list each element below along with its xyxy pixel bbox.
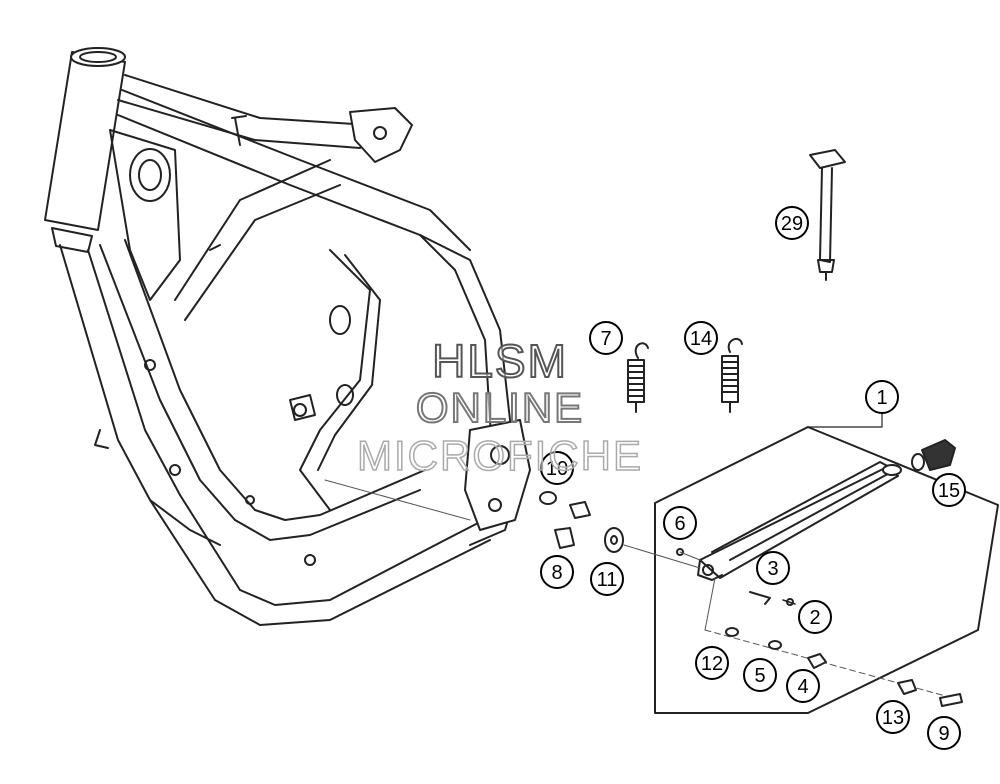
callout-number-29: 29 [781,213,803,235]
part-13 [897,679,917,695]
spring-14 [721,337,743,413]
callout-circle-10[interactable] [540,451,574,485]
callout-circle-3[interactable] [756,551,790,585]
callout-8[interactable]: 8 [540,555,574,589]
part-11 [604,527,624,553]
callout-10[interactable]: 10 [540,451,574,485]
part-2 [786,598,794,606]
callout-number-6: 6 [674,513,685,535]
callout-number-10: 10 [546,458,568,480]
callout-6[interactable]: 6 [663,506,697,540]
callout-3[interactable]: 3 [756,551,790,585]
callout-number-3: 3 [767,558,778,580]
callout-7[interactable]: 7 [589,321,623,355]
callout-circle-6[interactable] [663,506,697,540]
callout-circle-11[interactable] [590,562,624,596]
callout-circle-7[interactable] [589,321,623,355]
part-4 [807,653,827,669]
callout-number-11: 11 [597,569,618,591]
callout-5[interactable]: 5 [743,658,777,692]
spring-7 [627,342,649,413]
callout-number-15: 15 [938,480,960,502]
motorcycle-frame [44,47,531,626]
callout-circle-1[interactable] [865,380,899,414]
callout-circle-29[interactable] [775,206,809,240]
callout-circle-15[interactable] [932,473,966,507]
callout-11[interactable]: 11 [590,562,624,596]
callout-circle-14[interactable] [684,321,718,355]
part-12 [725,627,739,637]
stand-foot [911,439,956,471]
callout-12[interactable]: 12 [695,646,729,680]
callout-13[interactable]: 13 [876,700,910,734]
callout-29[interactable]: 29 [775,206,809,240]
callout-circle-9[interactable] [927,716,961,750]
callout-number-9: 9 [938,723,949,745]
part-9 [939,693,963,707]
part-8 [554,527,575,549]
callout-number-2: 2 [809,607,820,629]
callout-14[interactable]: 14 [684,321,718,355]
callout-circle-4[interactable] [786,669,820,703]
callout-9[interactable]: 9 [927,716,961,750]
part-5 [768,640,782,650]
special-tool [809,149,846,281]
callout-number-1: 1 [876,387,887,409]
callout-number-5: 5 [754,665,765,687]
callout-number-14: 14 [690,328,712,350]
side-stand [697,461,902,581]
callout-circle-2[interactable] [798,600,832,634]
callout-2[interactable]: 2 [798,600,832,634]
callout-number-12: 12 [701,653,723,675]
callout-circle-8[interactable] [540,555,574,589]
callout-1[interactable]: 1 [865,380,899,414]
part-3 [749,591,771,605]
callout-circle-12[interactable] [695,646,729,680]
part-10 [539,491,557,505]
callout-circle-13[interactable] [876,700,910,734]
callout-circle-5[interactable] [743,658,777,692]
callout-number-13: 13 [882,707,904,729]
callout-number-4: 4 [797,676,808,698]
callout-4[interactable]: 4 [786,669,820,703]
part-6 [676,548,684,556]
callout-number-8: 8 [551,562,562,584]
callout-15[interactable]: 15 [932,473,966,507]
callout-number-7: 7 [600,328,611,350]
